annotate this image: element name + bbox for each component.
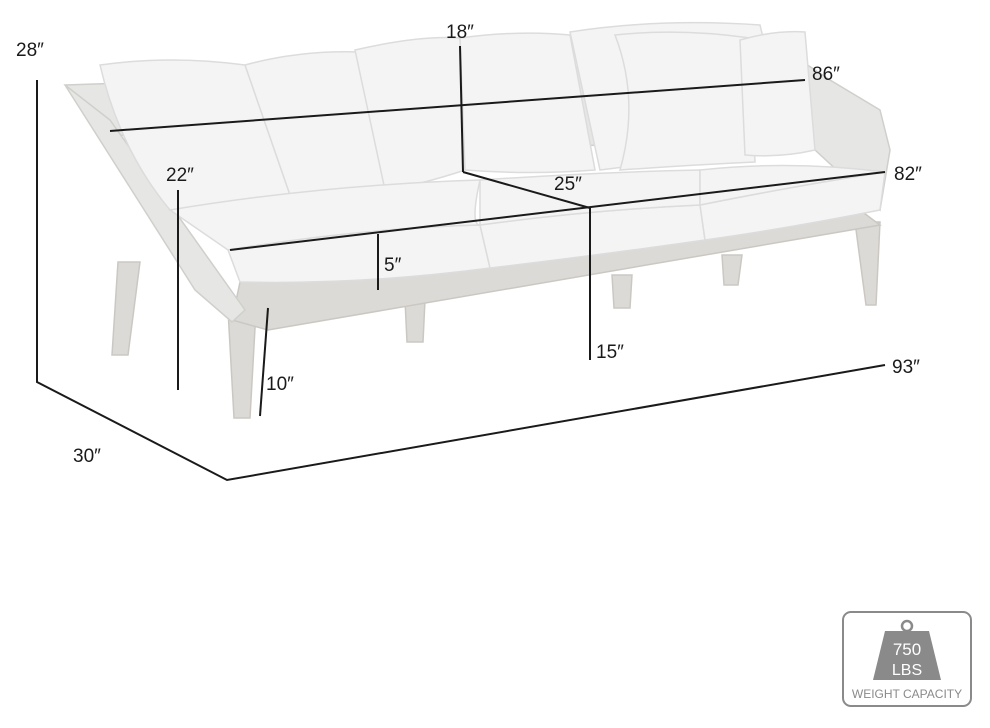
back-width-line xyxy=(109,79,806,132)
seat-back-depth-line xyxy=(459,45,464,173)
back-width-label: 86″ xyxy=(812,64,840,85)
arm-height-label: 22″ xyxy=(166,165,194,186)
seat-width-label: 82″ xyxy=(894,164,922,185)
cushion-thickness-label: 5″ xyxy=(384,255,402,276)
leg-height-label: 10″ xyxy=(266,374,294,395)
throw-pillow xyxy=(739,30,816,157)
seat-height-label: 15″ xyxy=(596,342,624,363)
weight-icon xyxy=(873,619,941,680)
seat-depth-line xyxy=(462,171,591,209)
seat-width-line xyxy=(229,171,886,251)
seat-depth-label: 25″ xyxy=(554,174,582,195)
leg xyxy=(721,254,743,286)
overall-height-depth-width-line xyxy=(36,80,886,482)
dimension-lines xyxy=(36,45,886,482)
leg xyxy=(611,274,633,309)
sofa-illustration xyxy=(63,21,891,419)
leg xyxy=(111,261,141,356)
back-cushion xyxy=(459,32,596,174)
seat-cushion-top xyxy=(168,179,481,251)
badge-value: 750 xyxy=(893,640,921,659)
overall-width-label: 93″ xyxy=(892,357,920,378)
badge-unit: LBS xyxy=(892,662,922,679)
left-arm xyxy=(64,84,246,324)
leg xyxy=(854,221,881,306)
weight-capacity-badge: 750 LBS WEIGHT CAPACITY xyxy=(842,611,972,707)
overall-height-label: 28″ xyxy=(16,40,44,61)
leg-height-line xyxy=(259,307,269,417)
seat-back-depth-label: 18″ xyxy=(446,22,474,43)
throw-pillow xyxy=(613,31,756,171)
overall-depth-label: 30″ xyxy=(73,446,101,467)
badge-label: WEIGHT CAPACITY xyxy=(852,687,962,701)
